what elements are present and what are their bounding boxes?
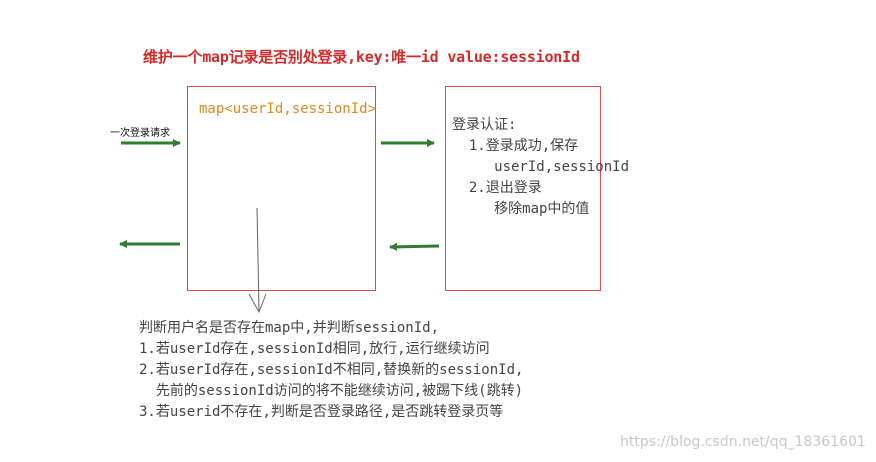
note-line-3: 先前的sessionId访问的将不能继续访问,被踢下线(跳转) <box>139 383 524 399</box>
map-box-label: map<userId,sessionId> <box>199 101 377 117</box>
note-line-0: 判断用户名是否存在map中,并判断sessionId, <box>139 320 440 336</box>
auth-box-text: 登录认证: 1.登录成功,保存 userId,sessionId 2.退出登录 … <box>452 115 629 220</box>
arrow-down <box>248 207 267 314</box>
map-box <box>187 86 376 291</box>
auth-line-3: 2.退出登录 <box>452 180 542 196</box>
note-line-2: 2.若userId存在,sessionId不相同,替换新的sessionId, <box>139 362 524 378</box>
auth-line-0: 登录认证: <box>452 117 517 133</box>
request-label: 一次登录请求 <box>110 128 170 139</box>
auth-box <box>445 86 601 291</box>
auth-line-2: userId,sessionId <box>452 159 630 175</box>
auth-line-4: 移除map中的值 <box>452 201 590 217</box>
notes-block: 判断用户名是否存在map中,并判断sessionId, 1.若userId存在,s… <box>139 318 523 423</box>
auth-line-1: 1.登录成功,保存 <box>452 138 579 154</box>
arrow-auth-to-map <box>389 242 440 251</box>
note-line-1: 1.若userId存在,sessionId相同,放行,运行继续访问 <box>139 341 490 357</box>
diagram-title: 维护一个map记录是否别处登录,key:唯一id value:sessionId <box>143 48 580 66</box>
note-line-4: 3.若userid不存在,判断是否登录路径,是否跳转登录页等 <box>139 404 504 420</box>
watermark: https://blog.csdn.net/qq_18361601 <box>620 434 866 450</box>
